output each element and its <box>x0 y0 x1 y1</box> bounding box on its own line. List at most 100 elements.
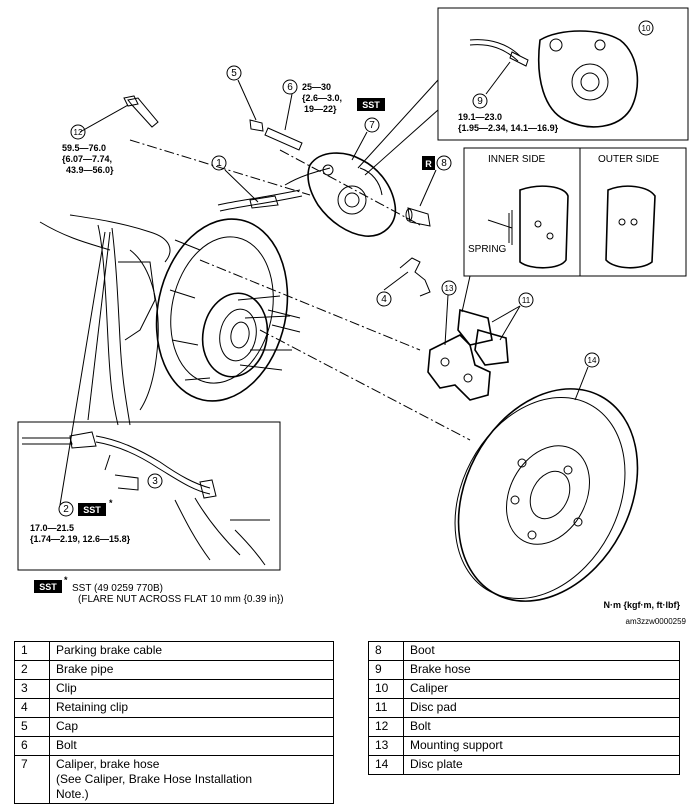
sst-note-line2: (FLARE NUT ACROSS FLAT 10 mm {0.39 in}) <box>78 594 284 605</box>
sst-badge-label: SST <box>362 100 380 110</box>
callout-number-7: 7 <box>369 120 375 131</box>
callout-5 <box>226 65 242 81</box>
caliper-assembly-drawing <box>217 152 397 237</box>
sst-legend-badge-label: SST <box>39 582 57 592</box>
part-number: 1 <box>14 641 50 661</box>
callout-2 <box>58 501 74 517</box>
part-number: 6 <box>14 736 50 756</box>
brake-pipe-detail-box <box>17 421 281 571</box>
part-name: Bolt <box>403 717 680 737</box>
hub-drawing <box>201 292 301 378</box>
disc-pads-drawing <box>457 308 509 366</box>
callout-number-12: 12 <box>74 128 83 137</box>
torque-bolt6-line1: 25—30 <box>302 82 331 92</box>
part-name: Disc plate <box>403 755 680 775</box>
bolt-12-drawing <box>123 95 159 128</box>
part-name: Clip <box>49 679 334 699</box>
spring-label: SPRING <box>468 244 507 255</box>
torque-pipe2-line1: 17.0—21.5 <box>30 523 74 533</box>
knuckle-drawing <box>39 214 171 426</box>
callout-number-9: 9 <box>477 96 483 107</box>
part-name: Bolt <box>49 736 334 756</box>
boot-drawing <box>405 207 431 227</box>
callout-numbers: 1 2 3 4 5 6 7 8 9 10 11 12 13 14 <box>63 24 651 515</box>
part-number: 13 <box>368 736 404 756</box>
callout-number-8: 8 <box>441 158 447 169</box>
part-name: Brake pipe <box>49 660 334 680</box>
disc-plate-drawing <box>454 388 639 602</box>
callout-12 <box>70 124 86 140</box>
callout-7 <box>364 117 380 133</box>
callout-number-3: 3 <box>152 476 158 487</box>
assembly-axis-lines <box>129 139 471 441</box>
callout-9 <box>472 93 488 109</box>
rear-brake-exploded-diagram: 1 2 3 4 5 6 7 8 9 10 11 12 13 14 SST R S… <box>17 7 689 626</box>
part-name: Parking brake cable <box>49 641 334 661</box>
part-number: 3 <box>14 679 50 699</box>
pad-detail-box <box>461 147 687 313</box>
part-name: Disc pad <box>403 698 680 718</box>
callout-number-11: 11 <box>522 296 531 305</box>
figure-id: am3zzw0000259 <box>626 617 687 626</box>
outer-side-label: OUTER SIDE <box>598 154 659 165</box>
callout-14 <box>584 352 600 368</box>
part-number: 8 <box>368 641 404 661</box>
mounting-support-drawing <box>427 334 491 401</box>
torque-pipe2: 17.0—21.5 {1.74—2.19, 12.6—15.8} <box>30 523 131 544</box>
torque-hose9: 19.1—23.0 {1.95—2.34, 14.1—16.9} <box>458 112 559 133</box>
part-number: 11 <box>368 698 404 718</box>
caliper-detail-box <box>357 7 689 176</box>
part-number: 5 <box>14 717 50 737</box>
units-note: N·m {kgf·m, ft·lbf} <box>604 600 681 610</box>
part-name: Caliper, brake hose (See Caliper, Brake … <box>49 755 334 804</box>
part-number: 9 <box>368 660 404 680</box>
torque-bolt12: 59.5—76.0 {6.07—7.74, 43.9—56.0} <box>62 143 114 175</box>
leader-lines <box>59 79 589 506</box>
part-number: 7 <box>14 755 50 804</box>
torque-pipe2-line2: {1.74—2.19, 12.6—15.8} <box>30 534 131 544</box>
callout-number-10: 10 <box>642 24 651 33</box>
sst-badge-pipe: SST * <box>78 498 113 516</box>
sst-note-line1: SST (49 0259 770B) <box>72 583 163 594</box>
r-badge: R <box>422 156 435 170</box>
part-name: Caliper <box>403 679 680 699</box>
part-number: 12 <box>368 717 404 737</box>
part-name: Mounting support <box>403 736 680 756</box>
callout-number-1: 1 <box>216 158 222 169</box>
sst-badge-label: SST <box>83 505 101 515</box>
part-number: 4 <box>14 698 50 718</box>
callout-number-14: 14 <box>588 356 597 365</box>
torque-bolt6: 25—30 {2.6—3.0, 19—22} <box>302 82 342 114</box>
part-name: Boot <box>403 641 680 661</box>
torque-hose9-line2: {1.95—2.34, 14.1—16.9} <box>458 123 559 133</box>
callout-6 <box>282 79 298 95</box>
bolt-and-cap-drawing <box>249 119 303 151</box>
asterisk-mark: * <box>109 498 113 508</box>
torque-hose9-line1: 19.1—23.0 <box>458 112 502 122</box>
part-number: 10 <box>368 679 404 699</box>
callout-number-2: 2 <box>63 504 69 515</box>
part-number: 14 <box>368 755 404 775</box>
callout-number-4: 4 <box>381 294 387 305</box>
callout-8 <box>436 155 452 171</box>
callout-13 <box>441 280 457 296</box>
sst-badge-caliper: SST <box>357 98 385 111</box>
part-name: Cap <box>49 717 334 737</box>
part-name: Retaining clip <box>49 698 334 718</box>
callout-number-13: 13 <box>445 284 454 293</box>
callout-number-6: 6 <box>287 82 293 93</box>
